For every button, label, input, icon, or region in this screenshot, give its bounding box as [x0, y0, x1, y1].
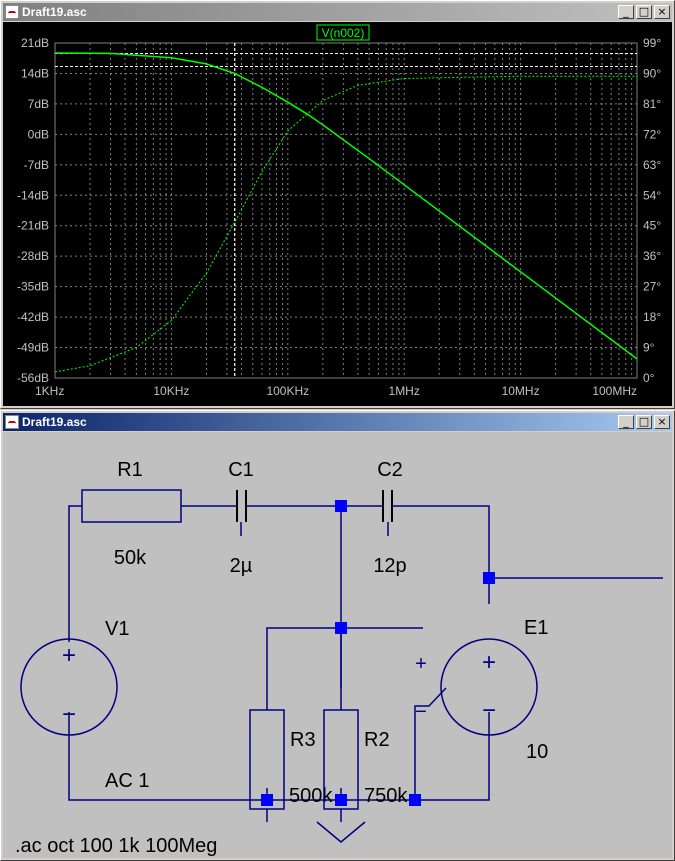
resistor-r1-body[interactable] — [81, 489, 182, 523]
ltspice-waveform-icon — [5, 5, 19, 19]
y-left-tick-label: -35dB — [17, 280, 49, 294]
y-left-tick-label: 7dB — [28, 97, 49, 111]
y-left-tick-label: -7dB — [24, 158, 49, 172]
v1-minus-sign: − — [62, 701, 76, 728]
junction-node[interactable] — [335, 500, 347, 512]
y-right-tick-label: 9° — [643, 341, 655, 355]
minimize-button[interactable]: _ — [618, 5, 634, 19]
plot-area[interactable]: 21dB 14dB 7dB 0dB -7dB -14dB -21dB -28dB -35dB -4… — [3, 22, 672, 406]
y-left-tick-label: -56dB — [17, 371, 49, 385]
c1-name: C1 — [228, 459, 254, 481]
y-right-tick-label: 72° — [643, 127, 661, 141]
plot-grid — [54, 42, 638, 379]
plot-window-title: Draft19.asc — [22, 5, 87, 19]
c1-value: 2µ — [230, 555, 253, 577]
maximize-button[interactable]: □ — [636, 5, 652, 19]
voltage-source-v1[interactable]: + − V1 AC 1 — [20, 618, 149, 792]
resistor-r3[interactable]: R3 500k — [249, 690, 333, 822]
y-right-tick-label: 54° — [643, 188, 661, 202]
plot-frame — [54, 42, 638, 379]
y-right-tick-label: 0° — [643, 371, 655, 385]
phase-trace[interactable] — [54, 75, 637, 373]
e1-value: 10 — [526, 741, 548, 763]
y-left-tick-label: -49dB — [17, 341, 49, 355]
y-right-tick-label: 27° — [643, 280, 661, 294]
v1-value: AC 1 — [105, 770, 149, 792]
capacitor-c2[interactable]: C2 12p — [373, 459, 406, 577]
schematic-window[interactable]: Draft19.asc _ □ × — [0, 410, 675, 861]
y-right-tick-label: 36° — [643, 249, 661, 263]
e1-body[interactable] — [440, 638, 538, 736]
r3-value: 500k — [289, 785, 333, 807]
r2-value: 750k — [364, 785, 408, 807]
e1-out-minus-sign: − — [482, 697, 496, 724]
plot-traces[interactable] — [54, 52, 638, 373]
plot-window[interactable]: Draft19.asc _ □ × 21dB 14dB 7dB 0dB -7dB -14d… — [0, 0, 675, 409]
y-left-tick-label: 0dB — [28, 127, 49, 141]
y-right-tick-label: 99° — [643, 36, 661, 50]
vcvs-e1[interactable]: + − + − E1 10 — [415, 617, 548, 763]
schematic-canvas[interactable]: R1 50k C1 2µ C2 12p + — [3, 432, 672, 858]
junction-node[interactable] — [261, 794, 273, 806]
schematic-window-title: Draft19.asc — [22, 415, 87, 429]
r2-name: R2 — [364, 729, 390, 751]
e1-in-plus-sign: + — [415, 653, 427, 675]
maximize-button[interactable]: □ — [636, 415, 652, 429]
e1-out-plus-sign: + — [482, 649, 496, 676]
junction-node[interactable] — [409, 794, 421, 806]
y-left-tick-label: -42dB — [17, 310, 49, 324]
ltspice-schematic-icon — [5, 415, 19, 429]
y-right-tick-label: 90° — [643, 66, 661, 80]
close-button[interactable]: × — [654, 5, 670, 19]
e1-in-minus-sign: − — [415, 701, 427, 723]
v1-name: V1 — [105, 618, 129, 640]
x-tick-label: 10KHz — [153, 384, 189, 398]
r3-name: R3 — [290, 729, 316, 751]
resistor-r2[interactable]: R2 750k — [323, 690, 408, 822]
y-left-tick-label: 21dB — [21, 36, 49, 50]
e1-name: E1 — [524, 617, 548, 639]
x-tick-label: 1KHz — [35, 384, 64, 398]
v1-body[interactable] — [20, 638, 118, 736]
magnitude-trace[interactable] — [54, 52, 638, 360]
c2-name: C2 — [377, 459, 403, 481]
plot-cursors[interactable] — [55, 43, 637, 378]
junctions[interactable] — [261, 500, 495, 806]
wires[interactable] — [68, 505, 663, 801]
y-right-tick-label: 81° — [643, 97, 661, 111]
spice-directive[interactable]: .ac oct 100 1k 100Meg — [15, 835, 217, 857]
x-tick-label: 10MHz — [502, 384, 540, 398]
ground-symbol[interactable] — [316, 821, 366, 843]
y-left-tick-label: -14dB — [17, 188, 49, 202]
plot-tick-labels: 21dB 14dB 7dB 0dB -7dB -14dB -21dB -28dB -35dB -4… — [17, 36, 661, 398]
schematic[interactable]: R1 50k C1 2µ C2 12p + — [3, 432, 674, 860]
junction-node[interactable] — [483, 572, 495, 584]
y-right-tick-label: 45° — [643, 219, 661, 233]
y-left-tick-label: -28dB — [17, 249, 49, 263]
junction-node[interactable] — [335, 622, 347, 634]
schematic-window-titlebar[interactable]: Draft19.asc _ □ × — [3, 413, 672, 431]
x-tick-label: 100MHz — [592, 384, 637, 398]
y-right-tick-label: 63° — [643, 158, 661, 172]
y-left-tick-label: -21dB — [17, 219, 49, 233]
close-button[interactable]: × — [654, 415, 670, 429]
resistor-r1[interactable]: R1 50k — [81, 459, 182, 569]
r1-value: 50k — [114, 547, 147, 569]
x-tick-label: 100KHz — [266, 384, 309, 398]
bode-plot[interactable]: 21dB 14dB 7dB 0dB -7dB -14dB -21dB -28dB -35dB -4… — [3, 22, 674, 408]
trace-label-box[interactable] — [316, 24, 370, 41]
plot-window-titlebar[interactable]: Draft19.asc _ □ × — [3, 3, 672, 21]
r1-name: R1 — [117, 459, 143, 481]
y-left-tick-label: 14dB — [21, 66, 49, 80]
v1-plus-sign: + — [62, 642, 76, 669]
trace-label[interactable]: V(n002) — [322, 26, 365, 40]
x-tick-label: 1MHz — [389, 384, 420, 398]
c2-value: 12p — [373, 555, 406, 577]
junction-node[interactable] — [335, 794, 347, 806]
minimize-button[interactable]: _ — [618, 415, 634, 429]
capacitor-c1[interactable]: C1 2µ — [228, 459, 254, 577]
y-right-tick-label: 18° — [643, 310, 661, 324]
